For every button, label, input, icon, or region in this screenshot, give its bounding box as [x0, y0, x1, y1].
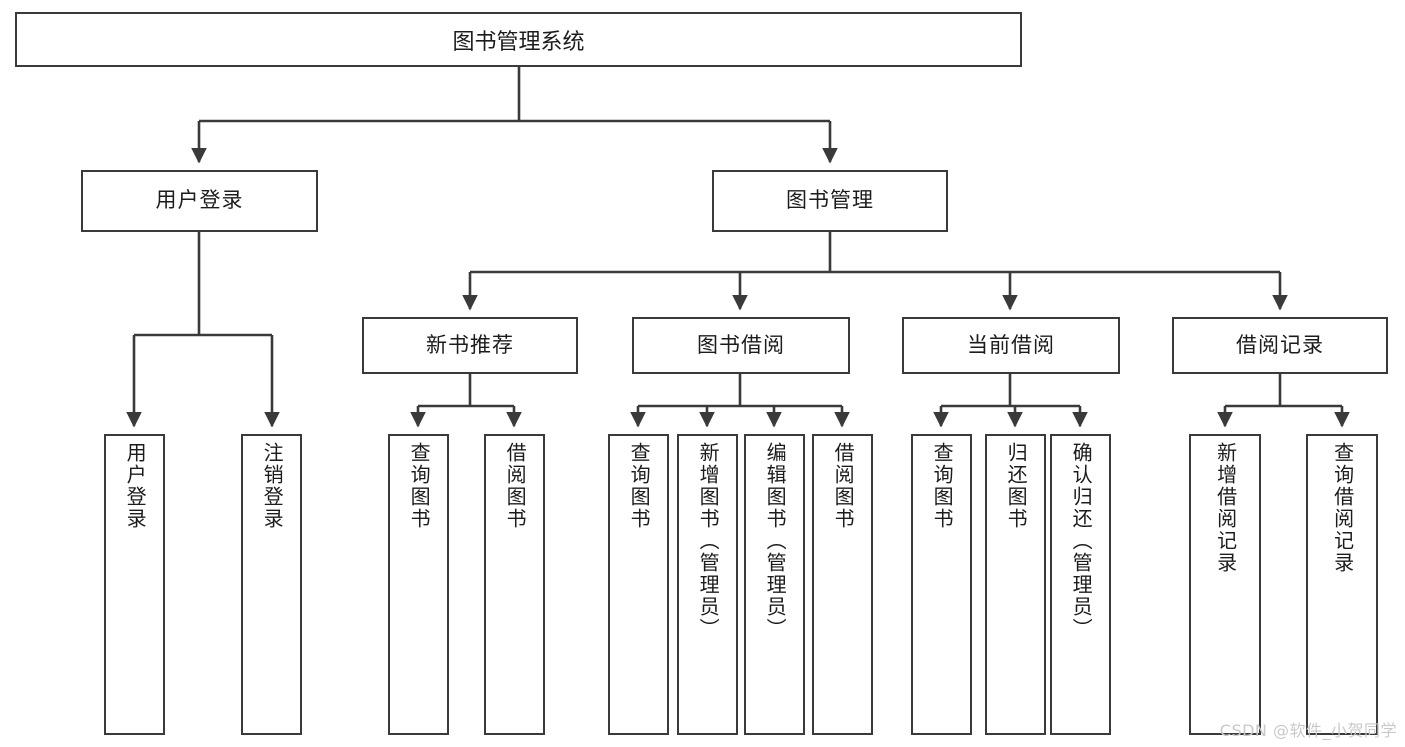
leaf-query-book-current-label: 查询图书 [930, 442, 955, 530]
leaf-add-borrow-record-label: 新增借阅记录 [1213, 442, 1238, 574]
leaf-edit-book-admin[interactable]: 编辑图书（管理员） [744, 434, 805, 735]
node-book-management-label: 图书管理 [786, 188, 874, 213]
node-borrow-record[interactable]: 借阅记录 [1172, 317, 1388, 374]
node-current-borrow-label: 当前借阅 [967, 332, 1055, 357]
leaf-query-borrow-record-label: 查询借阅记录 [1330, 442, 1355, 574]
leaf-return-book-label: 归还图书 [1004, 442, 1029, 530]
leaf-add-borrow-record[interactable]: 新增借阅记录 [1189, 434, 1261, 735]
watermark-text: CSDN @软件_小贺同学 [1219, 721, 1397, 740]
leaf-add-book-admin-label: 新增图书（管理员） [696, 442, 721, 640]
leaf-borrow-book[interactable]: 借阅图书 [812, 434, 873, 735]
node-user-login-label: 用户登录 [155, 188, 244, 213]
node-user-login[interactable]: 用户登录 [81, 170, 318, 232]
leaf-edit-book-admin-label: 编辑图书（管理员） [763, 442, 788, 640]
leaf-confirm-return-admin[interactable]: 确认归还（管理员） [1050, 434, 1111, 735]
leaf-query-book-borrow[interactable]: 查询图书 [608, 434, 669, 735]
node-new-book-recommend[interactable]: 新书推荐 [362, 317, 578, 374]
leaf-query-book-newbook-label: 查询图书 [407, 442, 432, 530]
node-root[interactable]: 图书管理系统 [15, 12, 1022, 67]
node-book-management[interactable]: 图书管理 [712, 170, 948, 232]
node-book-borrow-label: 图书借阅 [697, 332, 785, 357]
node-new-book-recommend-label: 新书推荐 [426, 332, 514, 357]
node-book-borrow[interactable]: 图书借阅 [632, 317, 850, 374]
leaf-borrow-book-newbook-label: 借阅图书 [503, 442, 528, 530]
leaf-query-book-newbook[interactable]: 查询图书 [388, 434, 449, 735]
node-root-label: 图书管理系统 [452, 29, 585, 55]
leaf-return-book[interactable]: 归还图书 [985, 434, 1046, 735]
leaf-borrow-book-label: 借阅图书 [831, 442, 856, 530]
leaf-query-book-current[interactable]: 查询图书 [911, 434, 972, 735]
leaf-logout-label: 注销登录 [260, 442, 285, 530]
leaf-query-book-borrow-label: 查询图书 [627, 442, 652, 530]
leaf-add-book-admin[interactable]: 新增图书（管理员） [677, 434, 738, 735]
leaf-confirm-return-admin-label: 确认归还（管理员） [1069, 442, 1094, 640]
leaf-logout[interactable]: 注销登录 [241, 434, 302, 735]
node-current-borrow[interactable]: 当前借阅 [902, 317, 1120, 374]
leaf-user-login-label: 用户登录 [123, 442, 148, 530]
leaf-borrow-book-newbook[interactable]: 借阅图书 [484, 434, 545, 735]
leaf-user-login[interactable]: 用户登录 [104, 434, 165, 735]
node-borrow-record-label: 借阅记录 [1236, 332, 1324, 357]
leaf-query-borrow-record[interactable]: 查询借阅记录 [1306, 434, 1378, 735]
